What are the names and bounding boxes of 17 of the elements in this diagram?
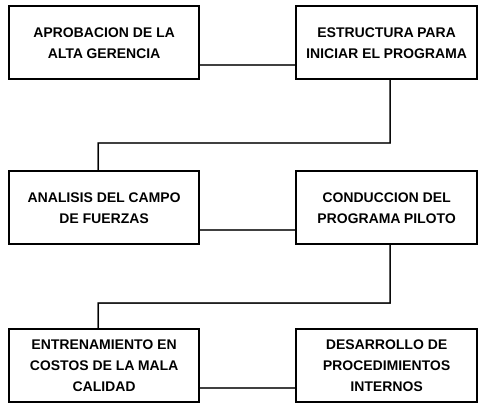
box-label: APROBACION DE LA ALTA GERENCIA (32, 22, 176, 62)
connector-line (97, 80, 391, 170)
box-label: ENTRENAMIENTO EN COSTOS DE LA MALA CALIDAD (28, 335, 180, 396)
connector-line (97, 245, 391, 328)
connector-line (200, 64, 295, 66)
process-box (295, 328, 478, 403)
process-box (295, 5, 478, 80)
process-box (8, 170, 200, 245)
connector-line (200, 229, 295, 231)
box-label: ANALISIS DEL CAMPO DE FUERZAS (26, 188, 182, 228)
connector-line (200, 387, 295, 389)
box-label: ESTRUCTURA PARA INICIAR EL PROGRAMA (305, 22, 468, 62)
box-label: CONDUCCION DEL PROGRAMA PILOTO (316, 188, 457, 228)
process-box (8, 328, 200, 403)
process-box (295, 170, 478, 245)
box-label: DESARROLLO DE PROCEDIMIENTOS INTERNOS (322, 335, 452, 396)
process-box (8, 5, 200, 80)
